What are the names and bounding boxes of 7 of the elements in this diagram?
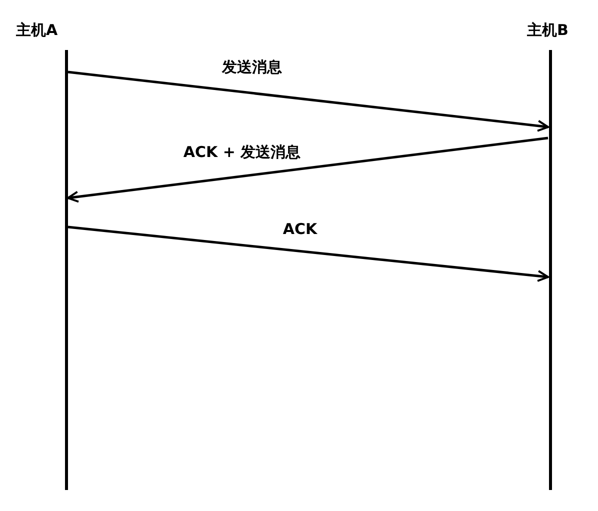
arrow [67,136,548,203]
arrow [68,70,549,132]
participant-label: 主机A [16,20,58,40]
message-label: 发送消息 [220,58,284,76]
arrow [68,226,549,282]
participant-label: 主机B [527,20,568,40]
message-label: ACK + 发送消息 [181,143,303,161]
